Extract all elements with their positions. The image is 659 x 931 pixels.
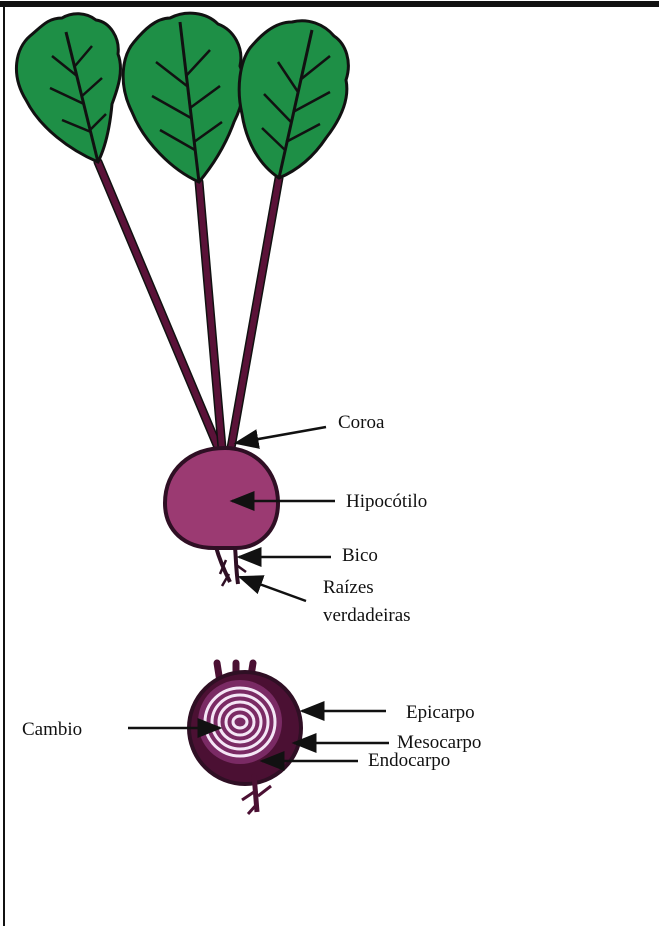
raizes-label-line1: Raízes [323,577,374,598]
leaf-left [16,14,120,162]
beet-leaves [16,13,348,182]
beet-stems [98,162,279,448]
coroa-arrow [236,427,326,443]
hipocotilo-label: Hipocótilo [346,491,427,512]
coroa-label: Coroa [338,412,385,433]
raizes-label-line2: verdadeiras [323,605,411,626]
epicarpo-label: Epicarpo [406,702,475,723]
raizes-arrow [240,577,306,601]
bico-label: Bico [342,545,378,566]
leaf-right [239,21,348,178]
endocarpo-label: Endocarpo [368,750,450,771]
leaf-middle [123,13,244,182]
beet-root [165,448,278,586]
cambio-label: Cambio [22,719,82,740]
beet-cross-section [189,663,301,814]
